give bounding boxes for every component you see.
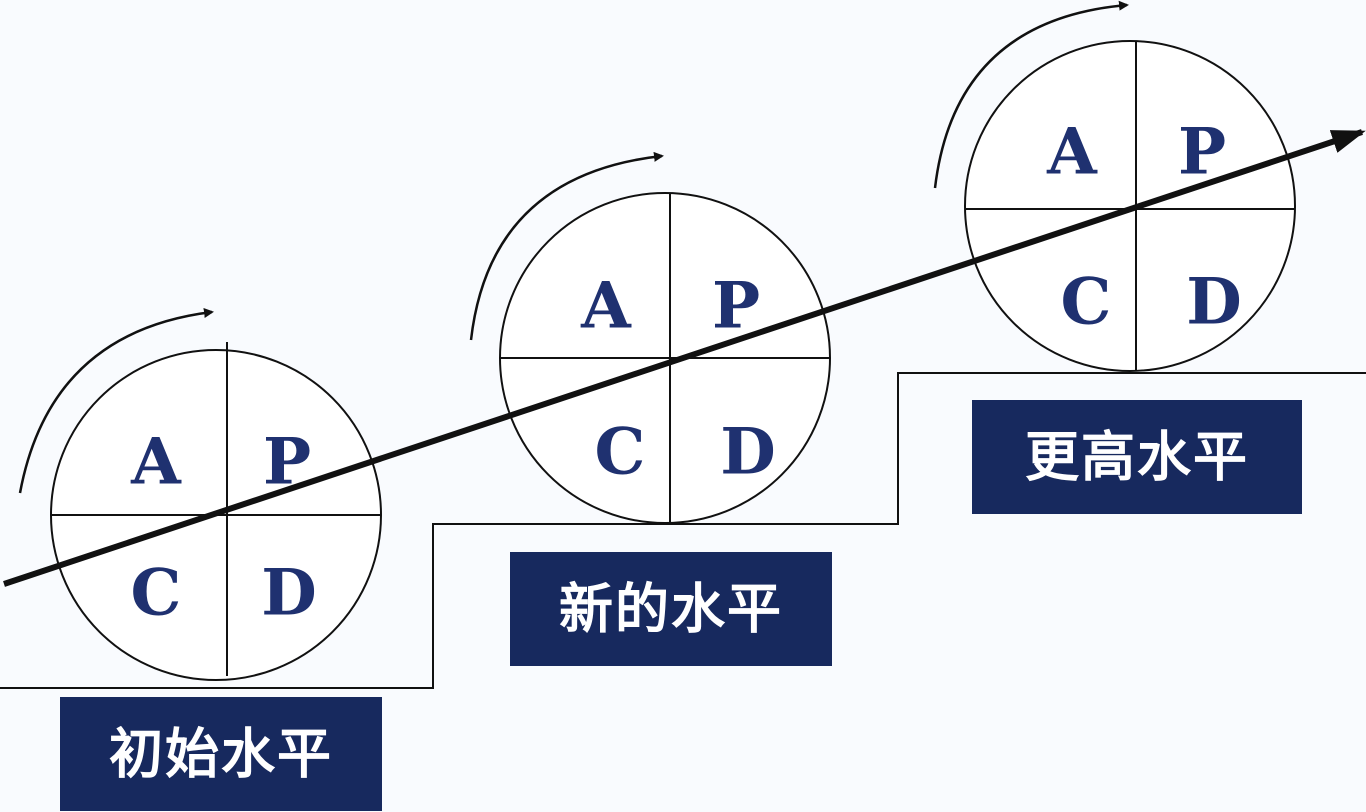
quadrant-d: D — [261, 556, 317, 631]
clockwise-rotation-arrow-icon — [933, 0, 1129, 189]
level-label-box — [510, 552, 832, 666]
quadrant-d: D — [1186, 265, 1242, 340]
pdca-cycle-new: A P C D 新的水平 — [469, 151, 832, 666]
level-label-higher: 更高水平 — [1025, 426, 1249, 489]
staircase-line — [0, 372, 1366, 689]
quadrant-d: D — [720, 415, 776, 490]
upward-progress-arrow-icon — [3, 129, 1366, 587]
level-label-box — [972, 400, 1302, 514]
quadrant-a: A — [130, 425, 182, 500]
quadrant-a: A — [580, 269, 632, 344]
pdca-cycle-higher: A P C D 更高水平 — [933, 0, 1302, 514]
clockwise-rotation-arrow-icon — [18, 308, 214, 494]
quadrant-c: C — [131, 556, 182, 631]
quadrant-p: P — [712, 269, 760, 344]
quadrant-c: C — [595, 415, 646, 490]
level-label-initial: 初始水平 — [109, 723, 333, 786]
cycle-circle — [964, 40, 1296, 372]
quadrant-a: A — [1046, 115, 1098, 190]
quadrant-c: C — [1061, 265, 1112, 340]
level-label-box — [60, 697, 382, 811]
clockwise-rotation-arrow-icon — [469, 151, 664, 341]
level-label-new: 新的水平 — [559, 578, 783, 641]
